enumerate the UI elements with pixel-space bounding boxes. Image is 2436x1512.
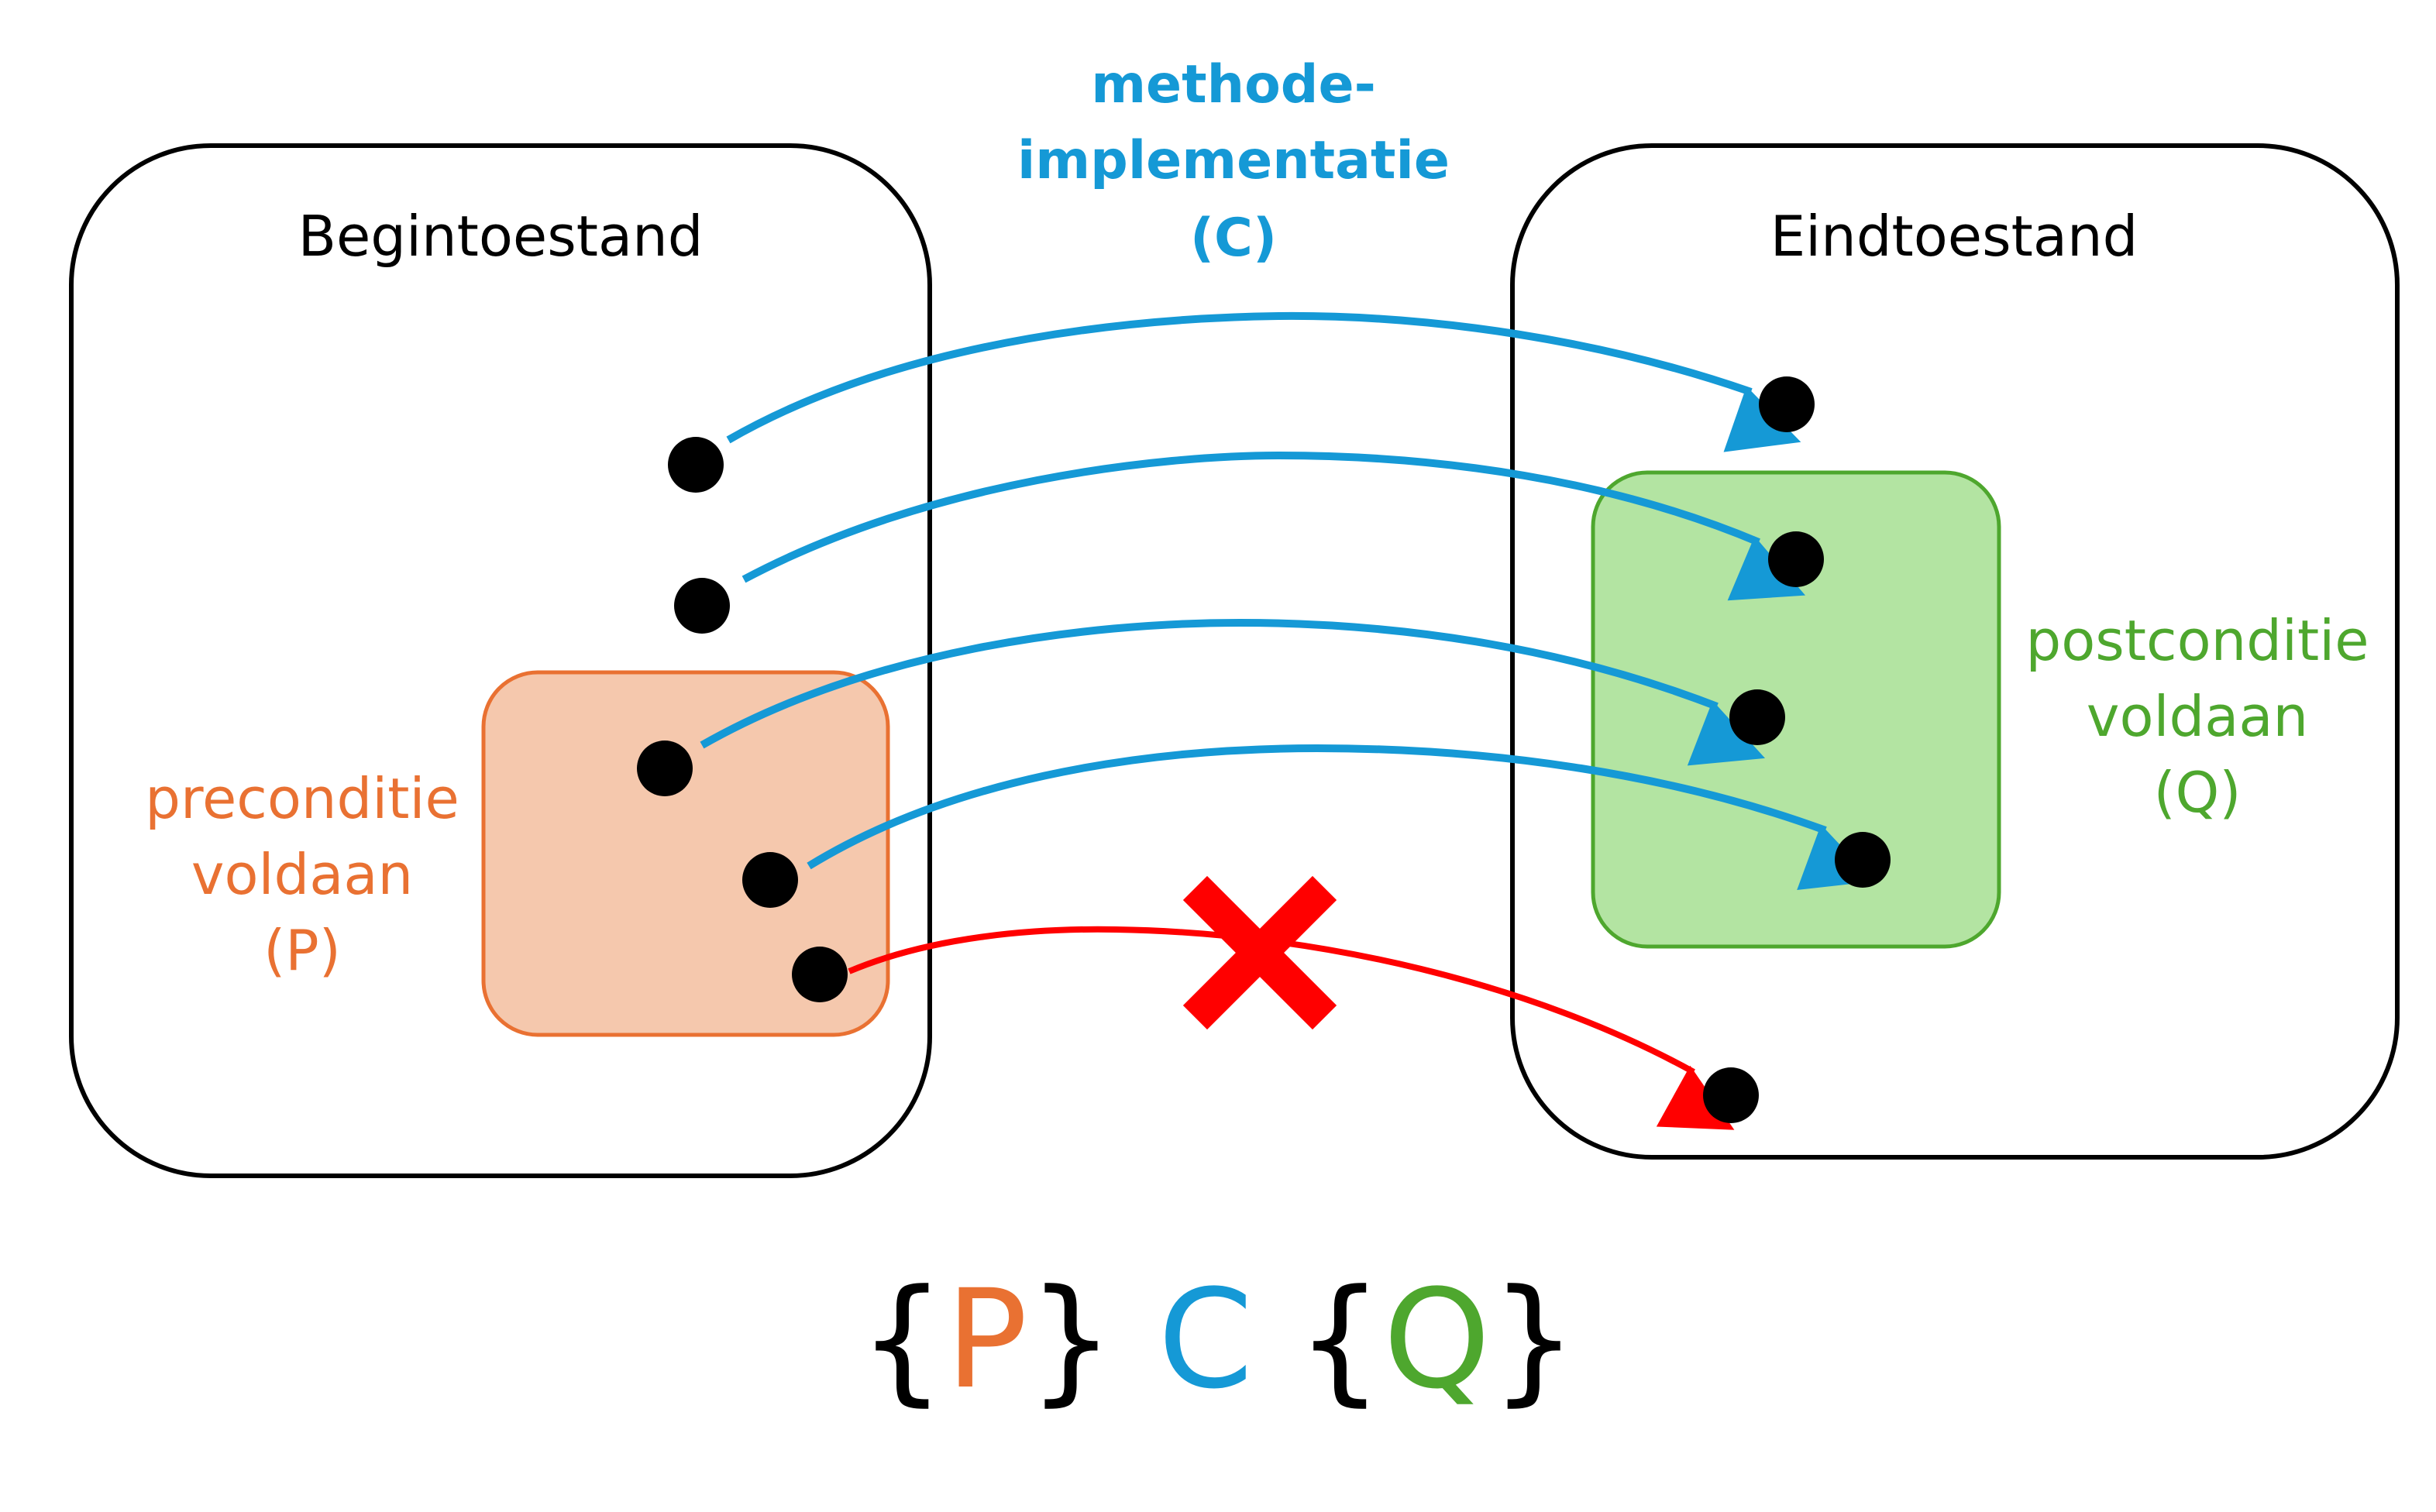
end-state-dot <box>1703 1067 1759 1123</box>
hoare-triple-formula: {P} C {Q} <box>858 1260 1577 1419</box>
method-label-line1: methode- <box>1091 54 1376 115</box>
method-label-line3: (C) <box>1190 208 1277 269</box>
method-arrow <box>700 618 1766 766</box>
end-state-dot <box>1835 832 1891 888</box>
formula-command: C <box>1158 1260 1253 1419</box>
postcondition-label-line1: postconditie <box>2025 608 2369 673</box>
formula-brace: } <box>1027 1260 1114 1419</box>
cross-icon <box>1182 875 1337 1030</box>
formula-brace: { <box>1296 1260 1383 1419</box>
postcondition-region <box>1591 470 2001 949</box>
begin-state-dot <box>674 578 730 634</box>
precondition-label-line2: voldaan <box>191 842 413 907</box>
formula-brace: { <box>858 1260 945 1419</box>
begin-state-dot <box>792 947 848 1002</box>
end-state-title: Eindtoestand <box>1770 204 2138 269</box>
method-arrow <box>807 744 1875 891</box>
postcondition-label-line2: voldaan <box>2087 684 2308 749</box>
begin-state-dot <box>668 437 724 493</box>
end-state-dot <box>1759 376 1815 432</box>
postcondition-label-line3: (Q) <box>2154 760 2242 825</box>
formula-precondition: P <box>945 1260 1027 1419</box>
precondition-label-line3: (P) <box>263 918 341 983</box>
precondition-label-line1: preconditie <box>145 766 459 831</box>
formula-brace: } <box>1491 1260 1578 1419</box>
failure-arrow <box>848 926 1735 1130</box>
formula-postcondition: Q <box>1383 1260 1491 1419</box>
begin-state-dot <box>637 741 693 796</box>
begin-state-dot <box>742 852 798 908</box>
method-arrow <box>726 311 1801 452</box>
method-arrow <box>741 451 1806 601</box>
begin-state-title: Begintoestand <box>298 204 704 269</box>
end-state-dot <box>1768 531 1824 587</box>
precondition-region <box>481 670 890 1037</box>
end-state-dot <box>1729 689 1785 745</box>
method-label-line2: implementatie <box>1017 130 1450 191</box>
